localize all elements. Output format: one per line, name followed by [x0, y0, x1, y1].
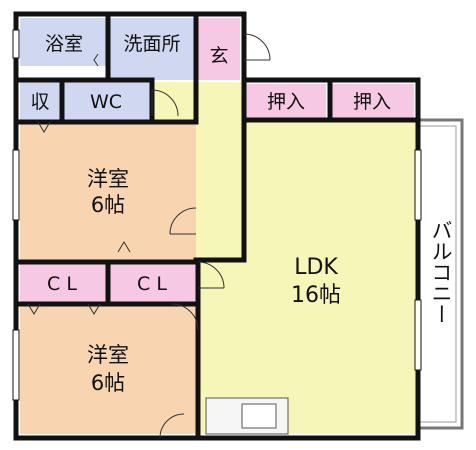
door-swings — [151, 33, 271, 439]
closet-left-area — [20, 264, 106, 302]
label-ldk-size: 16帖 — [291, 283, 341, 308]
toilet-area — [64, 82, 152, 120]
label-closet-right: C L — [137, 273, 167, 295]
walls — [13, 11, 421, 441]
bedroom-top-area — [20, 124, 196, 260]
label-oshiire-left: 押入 — [267, 91, 305, 113]
label-bedroom-top-size: 6帖 — [91, 193, 125, 217]
washroom-area — [110, 18, 196, 80]
label-toilet: WC — [90, 91, 122, 113]
label-bedroom-top-name: 洋室 — [87, 167, 129, 191]
closet-right-area — [110, 264, 196, 302]
balcony-area — [420, 124, 464, 428]
oshiire-right-area — [332, 84, 414, 118]
closet-markers — [27, 53, 131, 315]
label-bath: 浴室 — [45, 33, 83, 55]
storage-area — [20, 82, 62, 120]
label-ldk-name: LDK — [294, 255, 338, 280]
label-storage: 収 — [30, 91, 49, 113]
entrance-area — [198, 18, 240, 80]
label-oshiire-right: 押入 — [353, 91, 391, 113]
kitchen-sink — [241, 403, 277, 429]
balcony-railing — [420, 118, 464, 430]
ldk-area — [200, 120, 416, 434]
label-washroom: 洗面所 — [123, 33, 180, 55]
label-bedroom-bottom-name: 洋室 — [87, 343, 129, 367]
label-bedroom-bottom-size: 6帖 — [91, 371, 125, 395]
windows — [12, 29, 422, 401]
label-entrance: 玄 — [209, 45, 228, 67]
label-closet-left: C L — [47, 273, 77, 295]
oshiire-left-area — [246, 84, 326, 118]
bath-area — [20, 18, 108, 66]
label-balcony: バルコニー — [429, 220, 453, 325]
bedroom-bottom-area — [20, 306, 196, 434]
